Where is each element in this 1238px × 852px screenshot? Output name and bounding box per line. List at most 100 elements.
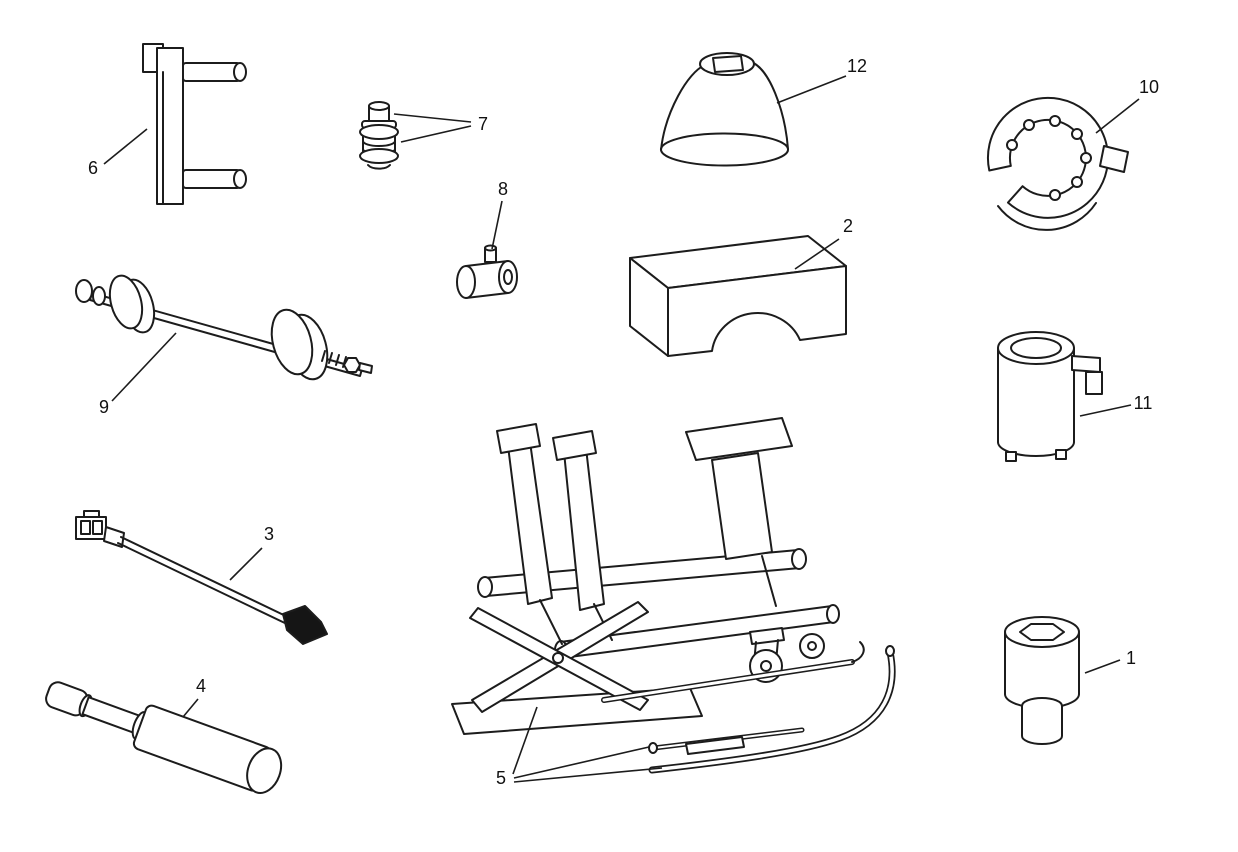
frame-link — [761, 555, 777, 607]
bushing-pin-top — [484, 244, 497, 252]
tube-end — [791, 548, 807, 570]
wrench-lug — [1099, 145, 1129, 173]
connector-pin-slot — [92, 520, 103, 535]
disc-small-front — [108, 274, 144, 330]
wrench-scallop — [1049, 115, 1061, 127]
cup-inner-rim — [1010, 337, 1062, 359]
cup-foot-right — [1055, 449, 1067, 460]
bracket-pin-upper — [182, 62, 241, 82]
bracket-plate — [156, 47, 184, 205]
handle-tool — [45, 681, 283, 794]
spool-knob-top — [368, 101, 390, 111]
connector-pin-slot — [80, 520, 91, 535]
callout-7: 7 — [393, 113, 488, 143]
support-pad-left-2 — [552, 430, 597, 461]
bent-rod-tip — [885, 645, 895, 657]
leader-line — [513, 767, 663, 783]
wrench-scallop — [1049, 189, 1061, 201]
shaft-collar — [92, 286, 106, 306]
leader-line — [111, 332, 177, 402]
pin-bushing-tool — [456, 244, 518, 299]
leader-line — [491, 200, 503, 250]
block-front-face — [667, 265, 847, 357]
scissor-lift-stand-tool — [451, 417, 896, 774]
callout-9: 9 — [99, 332, 177, 417]
bent-handle-rod-highlight — [650, 650, 894, 772]
leader-line — [1095, 98, 1140, 134]
scissor-pivot — [552, 652, 564, 664]
wrench-scallop — [1071, 176, 1083, 188]
leader-line — [229, 547, 263, 581]
callout-12: 12 — [776, 56, 867, 104]
callout-10: 10 — [1095, 77, 1159, 134]
leader-line — [1084, 659, 1121, 674]
spool-band-1 — [362, 140, 396, 147]
support-block-tool — [629, 235, 847, 357]
extension-rod-tip — [648, 742, 658, 754]
bushing-right-end — [498, 260, 518, 294]
cable-line-bottom — [117, 542, 290, 626]
shaft-and-discs-tool — [75, 274, 373, 381]
leader-line — [103, 128, 148, 165]
callout-label-4: 4 — [196, 676, 206, 696]
callout-5: 5 — [496, 706, 663, 788]
support-bracket-tool — [142, 43, 247, 205]
leader-line — [182, 698, 199, 718]
bell-body — [660, 61, 790, 167]
cup-foot-left — [1005, 451, 1017, 462]
spool-stub — [367, 164, 391, 170]
cable-with-connector-tool — [75, 510, 328, 645]
support-pad-left-1 — [496, 423, 541, 454]
disc-large-front — [270, 308, 314, 376]
thread-mark — [321, 350, 326, 362]
bracket-pin-lower-end — [233, 169, 247, 189]
socket-tool — [1004, 616, 1080, 745]
handle-body-end — [246, 747, 283, 794]
leader-line — [400, 125, 472, 143]
callout-label-12: 12 — [847, 56, 867, 76]
callout-label-10: 10 — [1139, 77, 1159, 97]
extension-rod-sleeve — [685, 736, 745, 755]
bushing-top-line — [465, 260, 509, 267]
seat-column — [711, 452, 773, 560]
tube-end — [826, 604, 840, 624]
wrench-scallop — [1080, 152, 1092, 164]
caster-bracket — [749, 627, 785, 645]
callout-6: 6 — [88, 128, 148, 178]
bell-cover-tool — [659, 52, 790, 167]
wrench-scallop — [1023, 119, 1035, 131]
thread-mark — [335, 354, 340, 366]
frame-link — [539, 599, 563, 645]
bracket-pin-upper-end — [233, 62, 247, 82]
cable-terminal — [282, 605, 328, 645]
callout-label-6: 6 — [88, 158, 98, 178]
callout-1: 1 — [1084, 648, 1136, 674]
socket-top-rim — [1004, 616, 1080, 648]
thread-mark — [328, 352, 333, 364]
callout-8: 8 — [491, 179, 508, 250]
cup-arm-tab — [1085, 371, 1103, 395]
cup-top-rim — [997, 331, 1075, 365]
cup-arm — [1071, 355, 1101, 373]
callout-2: 2 — [794, 216, 853, 270]
leader-line — [513, 746, 650, 779]
callout-label-8: 8 — [498, 179, 508, 199]
bell-rim — [659, 132, 789, 151]
wrench-scallop — [1071, 128, 1083, 140]
callout-4: 4 — [182, 676, 206, 718]
bushing-bore — [503, 269, 513, 285]
leader-line — [1079, 404, 1132, 417]
bushing-left-end — [456, 265, 476, 299]
leader-line — [794, 238, 840, 270]
shaft-tip — [358, 362, 373, 374]
ring-nut-wrench-tool — [986, 96, 1129, 231]
seat-pad — [685, 417, 793, 461]
callout-label-1: 1 — [1126, 648, 1136, 668]
screw-rod-highlight — [602, 660, 854, 702]
caster-hub — [807, 641, 817, 651]
socket-step — [1021, 697, 1063, 745]
callouts: 6 7 8 12 10 2 9 11 — [88, 56, 1159, 788]
spool-flange-bottom — [359, 148, 399, 164]
